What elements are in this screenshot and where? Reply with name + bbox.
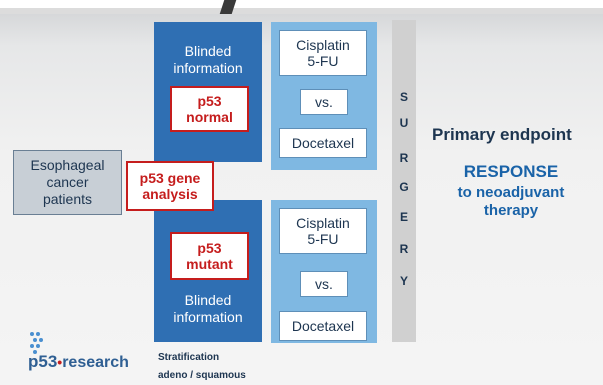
upper-vs-box: vs. (300, 89, 348, 115)
p53-normal-box: p53 normal (170, 86, 249, 132)
surgery-letter-u: U (399, 116, 409, 130)
esophageal-cancer-patients-box: Esophageal cancer patients (13, 150, 122, 215)
p53-mutant-line-1: p53 (197, 240, 222, 256)
logo-research: research (62, 354, 129, 371)
response-line-3: therapy (483, 202, 539, 219)
upper-blinded-label-1: Blinded (184, 43, 232, 59)
p53-mutant-box: p53 mutant (170, 232, 249, 280)
lower-cisplatin-box: Cisplatin 5-FU (279, 208, 367, 254)
patients-line-3: patients (42, 191, 93, 207)
lower-blinded-label-2: information (173, 309, 243, 325)
surgery-letter-e: E (399, 210, 408, 224)
upper-docetaxel-box: Docetaxel (279, 128, 367, 158)
stratification-line-2: adeno / squamous (158, 370, 246, 381)
logo-p53: p53 (28, 352, 58, 371)
patients-line-2: cancer (46, 174, 89, 190)
gene-analysis-line-1: p53 gene (139, 170, 201, 186)
response-line-2: to neoadjuvant (457, 184, 565, 201)
p53-gene-analysis-box: p53 gene analysis (126, 161, 214, 211)
p53-research-logo-icon (30, 332, 44, 358)
lower-vs-box: vs. (300, 271, 348, 297)
surgery-letter-r: R (399, 151, 409, 165)
surgery-letter-y: Y (399, 274, 408, 288)
lower-drug1-line-1: Cisplatin (296, 215, 350, 231)
primary-endpoint-title: Primary endpoint (432, 125, 572, 144)
lower-drug1-line-2: 5-FU (307, 231, 339, 247)
surgery-letter-s: S (399, 90, 408, 104)
upper-drug1-line-2: 5-FU (307, 53, 339, 69)
upper-cisplatin-box: Cisplatin 5-FU (279, 30, 367, 76)
response-label: RESPONSE (463, 162, 559, 181)
logo-dot: • (57, 354, 63, 370)
lower-docetaxel-box: Docetaxel (279, 311, 367, 341)
p53-normal-line-2: normal (186, 109, 233, 125)
upper-docetaxel-label: Docetaxel (291, 135, 355, 151)
p53-research-logo: p53•research (28, 352, 129, 372)
surgery-letter-g: G (399, 180, 409, 194)
lower-blinded-label-1: Blinded (184, 292, 232, 308)
lower-vs-label: vs. (315, 276, 333, 292)
top-banner-highlight (0, 0, 603, 8)
upper-drug1-line-1: Cisplatin (296, 37, 350, 53)
p53-normal-line-1: p53 (197, 93, 222, 109)
surgery-letter-r2: R (399, 242, 409, 256)
surgery-bar: S U R G E R Y (392, 20, 416, 342)
upper-blinded-label-2: information (173, 60, 243, 76)
stratification-line-1: Stratification (158, 352, 220, 363)
lower-docetaxel-label: Docetaxel (291, 318, 355, 334)
p53-mutant-line-2: mutant (186, 256, 233, 272)
upper-vs-label: vs. (315, 94, 333, 110)
patients-line-1: Esophageal (30, 157, 105, 173)
gene-analysis-line-2: analysis (142, 186, 198, 202)
